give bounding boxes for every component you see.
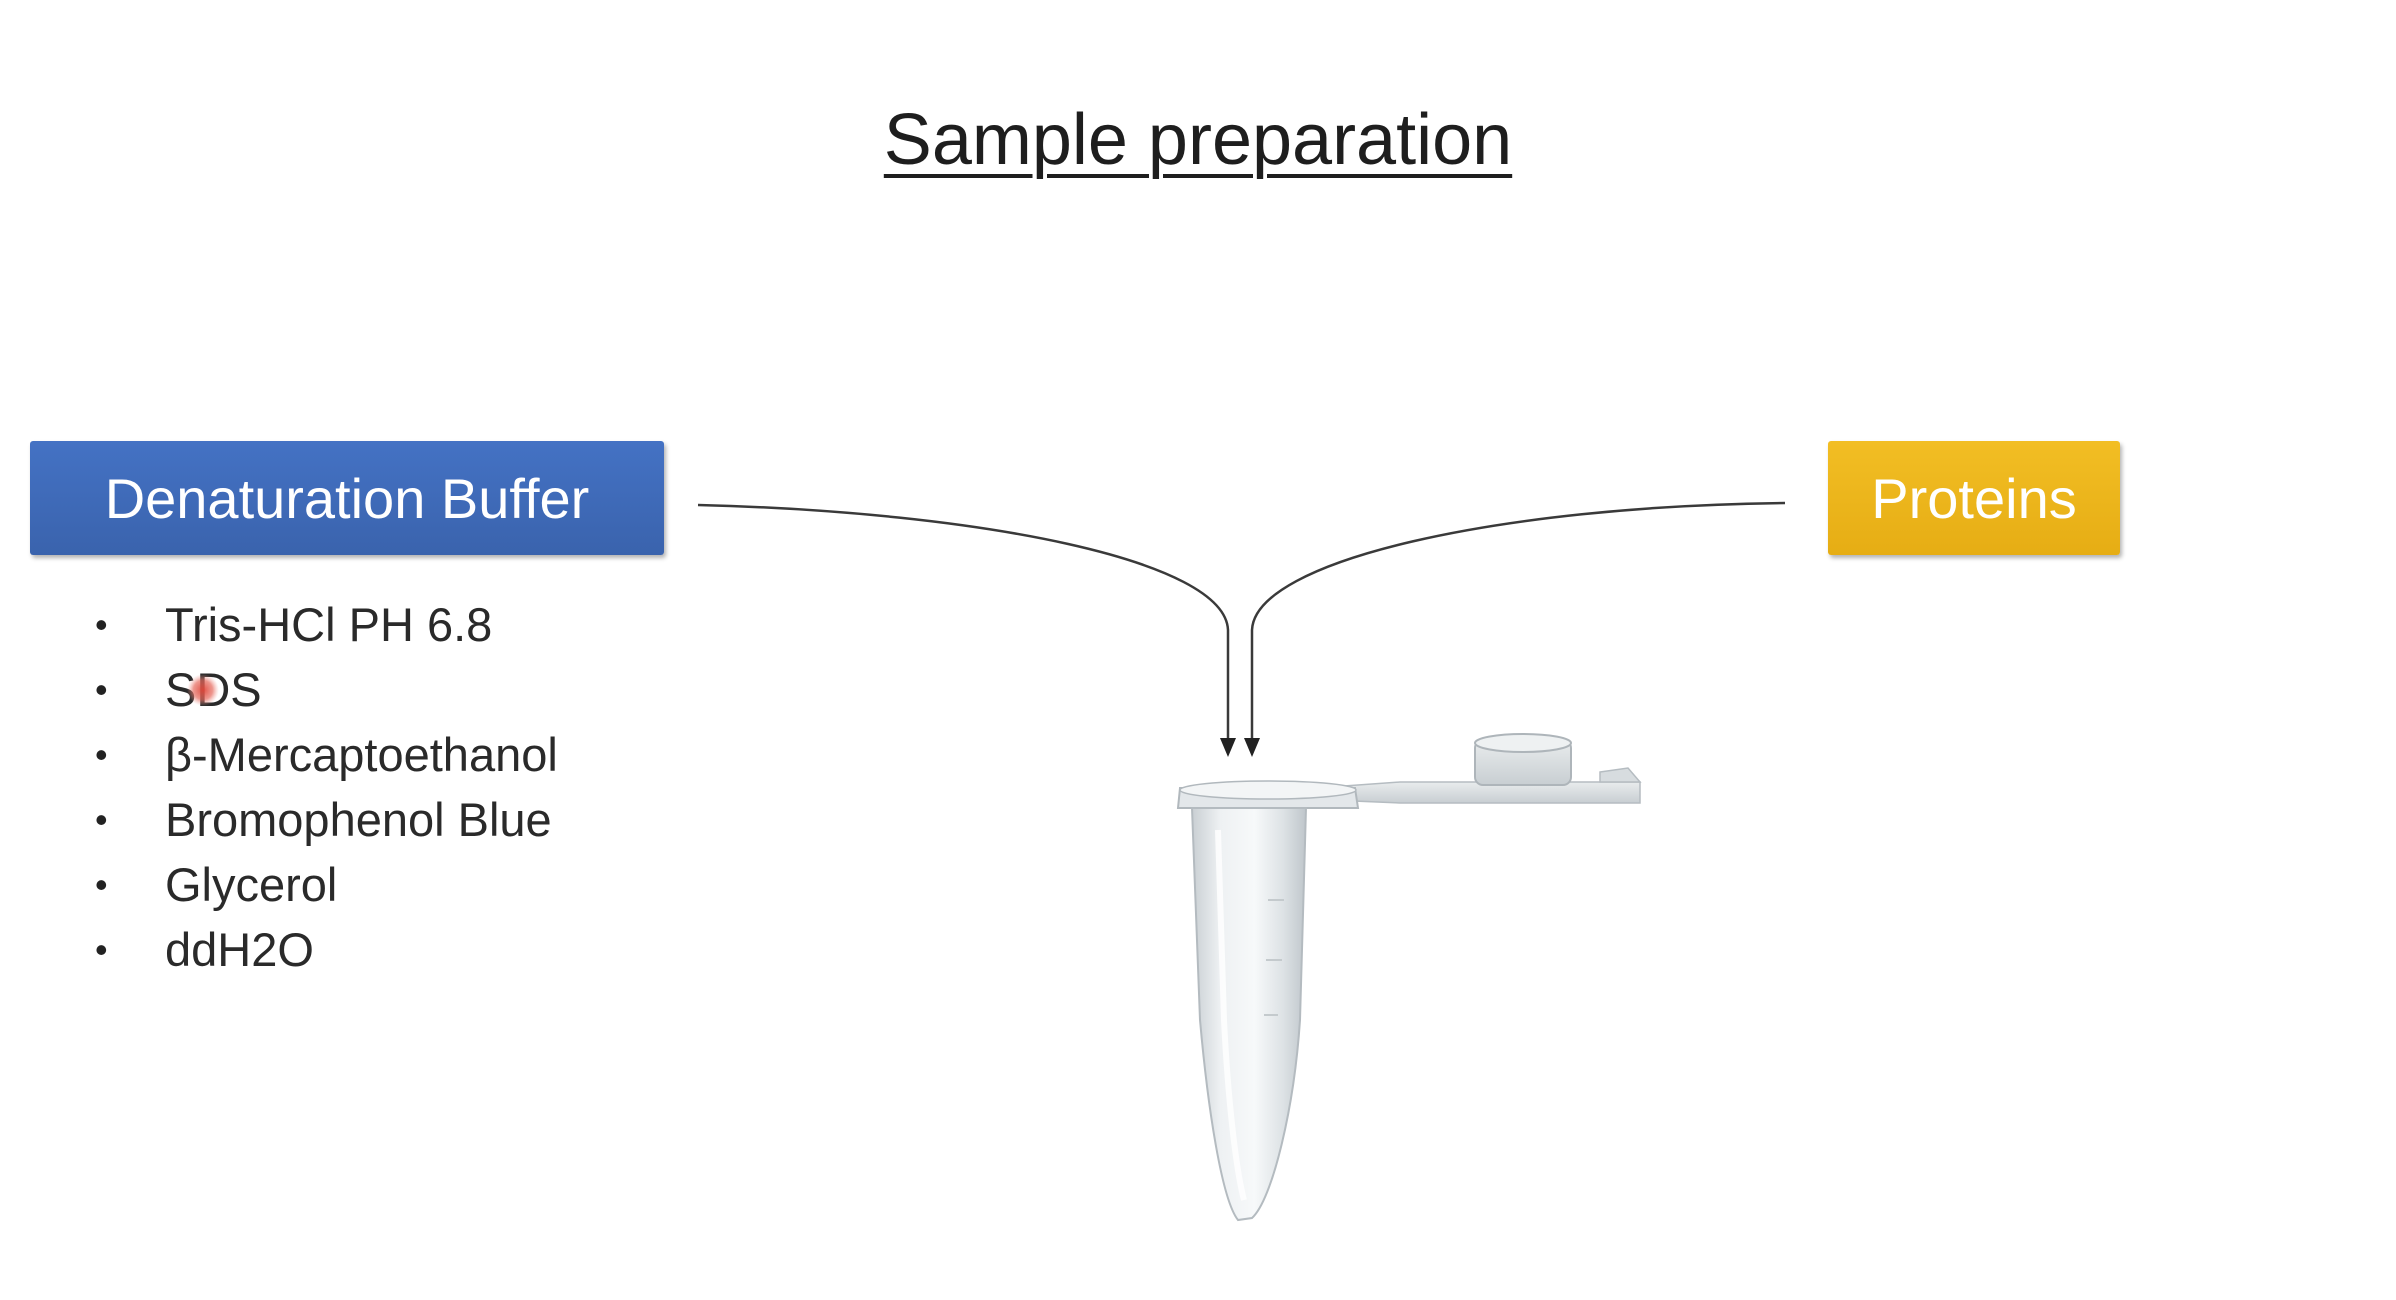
denaturation-buffer-box: Denaturation Buffer	[30, 441, 664, 555]
bullet-icon: •	[95, 734, 108, 775]
proteins-arrow-head	[1244, 738, 1260, 757]
proteins-to-tube-arrow	[1250, 501, 1786, 742]
list-item: • Bromophenol Blue	[95, 787, 558, 852]
bullet-icon: •	[95, 604, 108, 645]
bullet-icon: •	[95, 669, 108, 710]
bullet-icon: •	[95, 864, 108, 905]
list-item: • β-Mercaptoethanol	[95, 722, 558, 787]
buffer-ingredient-list: • Tris-HCl PH 6.8 • SDS • β-Mercaptoethanol…	[95, 592, 558, 982]
list-item: • Tris-HCl PH 6.8	[95, 592, 558, 657]
slide-title-text: Sample preparation	[883, 100, 1513, 180]
list-item: • SDS	[95, 657, 558, 722]
buffer-to-tube-arrow	[697, 503, 1230, 742]
list-item: • Glycerol	[95, 852, 558, 917]
proteins-box: Proteins	[1828, 441, 2120, 555]
bullet-icon: •	[95, 929, 108, 970]
slide-title: Sample preparation	[0, 92, 2396, 188]
ingredient-text: ddH2O	[165, 923, 314, 976]
ingredient-text: β-Mercaptoethanol	[165, 728, 558, 781]
list-item: • ddH2O	[95, 917, 558, 982]
microcentrifuge-tube-icon	[1176, 733, 1642, 1222]
ingredient-text: Glycerol	[165, 858, 338, 911]
ingredient-text: Bromophenol Blue	[165, 793, 552, 846]
buffer-arrow-head	[1220, 738, 1236, 757]
bullet-icon: •	[95, 799, 108, 840]
ingredient-text: Tris-HCl PH 6.8	[165, 598, 493, 651]
proteins-label: Proteins	[1871, 466, 2077, 530]
denaturation-buffer-label: Denaturation Buffer	[104, 466, 590, 530]
ingredient-text: SDS	[165, 663, 262, 716]
